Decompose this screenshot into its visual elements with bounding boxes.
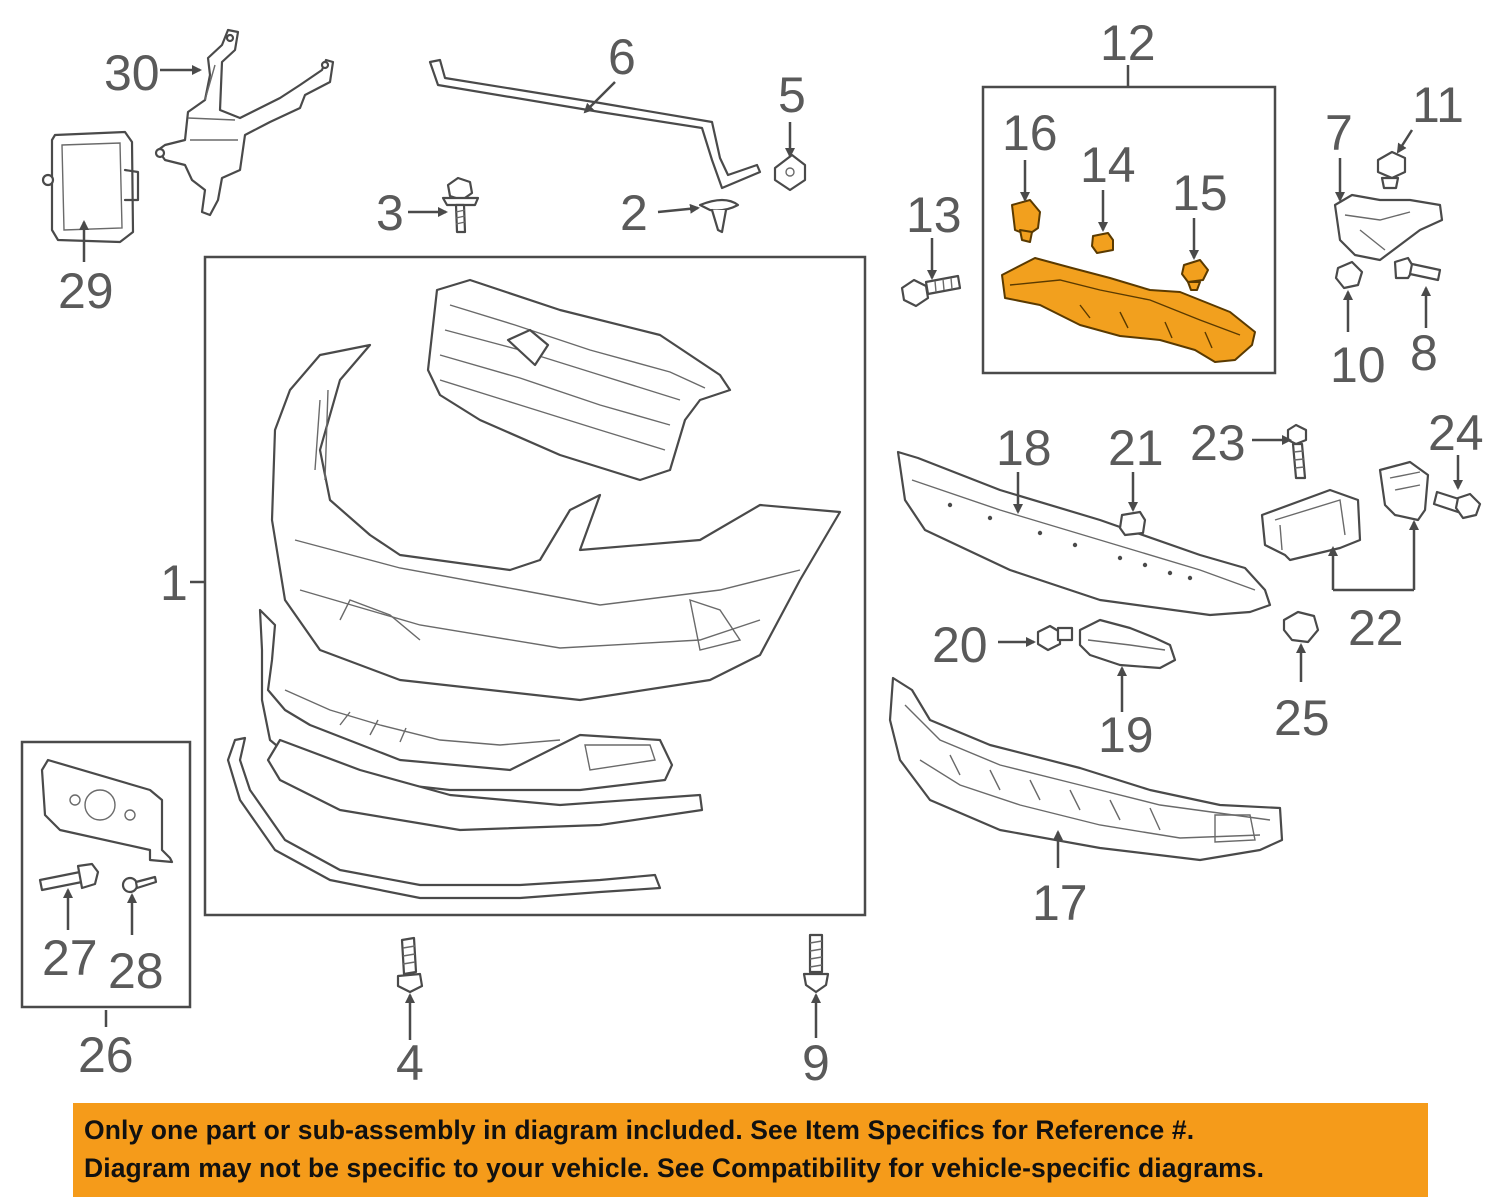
part-6-support-rod xyxy=(428,58,762,190)
label-19: 19 xyxy=(1098,707,1154,763)
label-14: 14 xyxy=(1080,137,1136,193)
part-26-license-bracket xyxy=(40,758,174,864)
label-28: 28 xyxy=(108,943,164,999)
part-17-energy-absorber xyxy=(888,676,1284,862)
part-10-nut xyxy=(1334,260,1364,290)
label-25: 25 xyxy=(1274,690,1330,746)
part-3-bolt xyxy=(441,176,480,234)
label-18: 18 xyxy=(996,420,1052,476)
part-4-screw xyxy=(396,936,424,994)
label-6: 6 xyxy=(608,29,636,85)
part-5-nut xyxy=(773,153,807,192)
part-23-long-bolt xyxy=(1286,423,1308,480)
part-13-bolt xyxy=(900,274,962,308)
label-1: 1 xyxy=(160,555,188,611)
label-17: 17 xyxy=(1032,875,1088,931)
part-8-bolt xyxy=(1393,256,1442,282)
part-20-bolt xyxy=(1036,624,1074,652)
part-24-bolt xyxy=(1432,490,1482,520)
part-12-center-support xyxy=(1001,257,1256,363)
label-20: 20 xyxy=(932,617,988,673)
label-30: 30 xyxy=(104,45,160,101)
disclaimer-line-2: Diagram may not be specific to your vehi… xyxy=(84,1153,1265,1183)
label-16: 16 xyxy=(1002,105,1058,161)
part-27-bolt xyxy=(38,862,100,892)
callout-labels: 30 29 6 5 2 3 1 4 9 12 16 14 15 13 7 11 … xyxy=(42,15,1484,1091)
bumper-assembly-box xyxy=(203,255,867,917)
label-22: 22 xyxy=(1348,600,1404,656)
label-27: 27 xyxy=(42,930,98,986)
part-14-nut xyxy=(1091,232,1114,254)
part-7-bracket xyxy=(1333,193,1444,262)
part-15-push-clip xyxy=(1181,259,1209,291)
label-4: 4 xyxy=(396,1035,424,1091)
label-5: 5 xyxy=(778,67,806,123)
part-19-bracket xyxy=(1078,618,1177,670)
leader-lines xyxy=(63,65,1463,1040)
label-24: 24 xyxy=(1428,405,1484,461)
part-16-clip xyxy=(1011,199,1041,243)
part-1-bumper-assembly xyxy=(226,278,842,900)
part-29-radar-sensor xyxy=(41,130,140,244)
label-29: 29 xyxy=(58,263,114,319)
part-25-nut xyxy=(1282,610,1320,644)
label-21: 21 xyxy=(1108,420,1164,476)
disclaimer-banner: Only one part or sub-assembly in diagram… xyxy=(73,1103,1428,1197)
part-2-push-pin xyxy=(698,198,740,234)
part-18-impact-bar xyxy=(896,450,1272,617)
kit-26-box xyxy=(20,740,192,1009)
label-10: 10 xyxy=(1330,337,1386,393)
part-22-absorber-brackets xyxy=(1260,460,1430,562)
label-26: 26 xyxy=(78,1027,134,1083)
label-15: 15 xyxy=(1172,165,1228,221)
label-9: 9 xyxy=(802,1035,830,1091)
label-3: 3 xyxy=(376,185,404,241)
label-2: 2 xyxy=(620,185,648,241)
part-11-nut xyxy=(1376,150,1407,190)
label-13: 13 xyxy=(906,187,962,243)
label-8: 8 xyxy=(1410,325,1438,381)
part-28-screw xyxy=(121,875,158,894)
label-7: 7 xyxy=(1325,105,1353,161)
part-21-nut xyxy=(1118,510,1147,537)
label-12: 12 xyxy=(1100,15,1156,71)
label-23: 23 xyxy=(1190,415,1246,471)
part-30-sensor-bracket xyxy=(154,28,335,217)
part-9-bolt xyxy=(802,933,830,994)
disclaimer-line-1: Only one part or sub-assembly in diagram… xyxy=(84,1115,1195,1145)
label-11: 11 xyxy=(1412,77,1464,133)
